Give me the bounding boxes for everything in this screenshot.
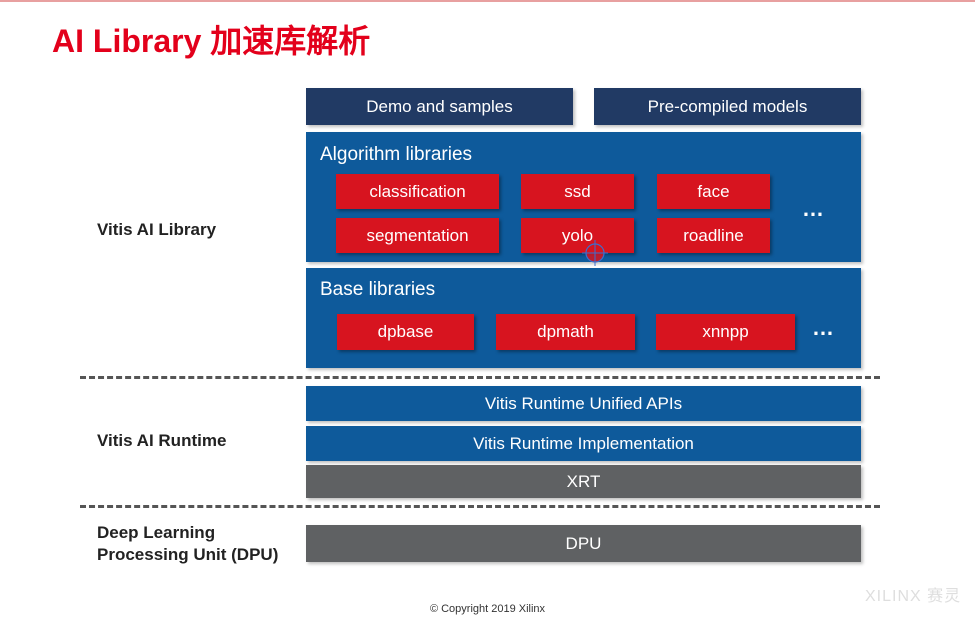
- vitis-ai-library-label: Vitis AI Library: [97, 220, 217, 239]
- base-chip-xnnpp: xnnpp: [656, 314, 795, 350]
- vitis-runtime-implementation-bar: Vitis Runtime Implementation: [306, 426, 861, 461]
- algorithm-libraries-title: Algorithm libraries: [320, 144, 473, 165]
- algorithm-chip-segmentation: segmentation: [336, 218, 499, 253]
- algorithm-chip-face: face: [657, 174, 770, 209]
- copyright-text: © Copyright 2019 Xilinx: [429, 603, 546, 615]
- base-chip-dpbase: dpbase: [337, 314, 474, 350]
- base-more-ellipsis: …: [812, 315, 836, 340]
- vitis-ai-runtime-label: Vitis AI Runtime: [97, 431, 227, 450]
- layer-separator-2: [80, 505, 880, 508]
- vitis-runtime-unified-apis-bar: Vitis Runtime Unified APIs: [306, 386, 861, 421]
- algorithm-chip-ssd: ssd: [521, 174, 634, 209]
- dpu-bar: DPU: [306, 525, 861, 562]
- watermark-text: XILINX 赛灵: [865, 588, 962, 605]
- base-libraries-panel: Base libraries dpbase dpmath xnnpp …: [306, 268, 861, 368]
- page-title: AI Library 加速库解析: [52, 23, 371, 59]
- algorithm-chip-roadline: roadline: [657, 218, 770, 253]
- demo-and-samples-box: Demo and samples: [306, 88, 573, 125]
- dpu-label-line1: Deep Learning: [97, 523, 216, 542]
- xrt-bar: XRT: [306, 465, 861, 498]
- base-libraries-title: Base libraries: [320, 279, 436, 300]
- algorithm-chip-classification: classification: [336, 174, 499, 209]
- layer-separator-1: [80, 376, 880, 379]
- pre-compiled-models-box: Pre-compiled models: [594, 88, 861, 125]
- crosshair-cursor-icon: [582, 240, 608, 266]
- top-border-line: [0, 0, 975, 2]
- algorithm-more-ellipsis: …: [802, 196, 826, 221]
- algorithm-libraries-panel: Algorithm libraries classification ssd f…: [306, 132, 861, 262]
- algorithm-chip-yolo: yolo: [521, 218, 634, 253]
- dpu-label-line2: Processing Unit (DPU): [97, 545, 279, 564]
- base-chip-dpmath: dpmath: [496, 314, 635, 350]
